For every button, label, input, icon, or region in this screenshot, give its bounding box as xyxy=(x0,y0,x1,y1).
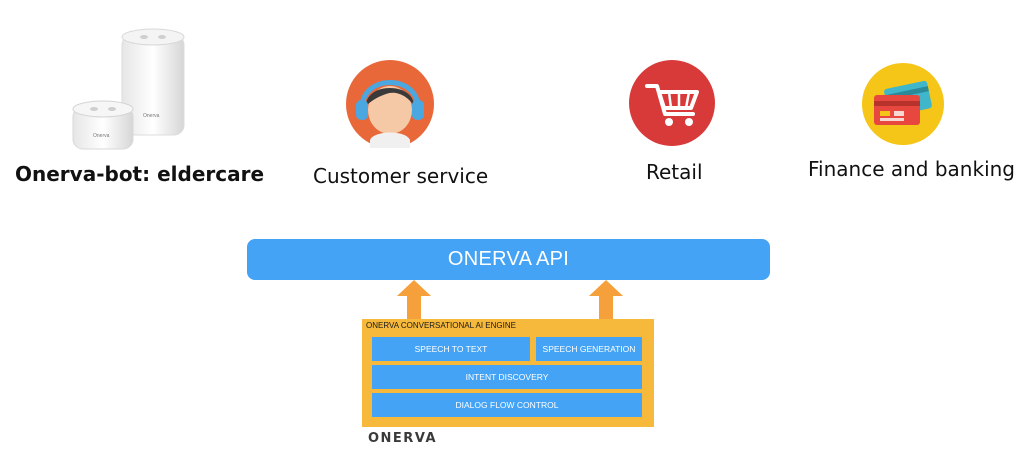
speaker-brand-text: Onerva xyxy=(93,133,110,139)
smart-speaker-icon xyxy=(72,28,185,150)
usecase-label-customer-service: Customer service xyxy=(313,164,489,188)
arrow-up-icon-right xyxy=(589,280,623,320)
arrow-up-icon-left xyxy=(397,280,431,320)
usecase-label-eldercare: Onerva-bot: eldercare xyxy=(15,162,265,186)
module-dialog-flow-control: DIALOG FLOW CONTROL xyxy=(372,393,642,417)
headset-agent-icon xyxy=(346,60,434,148)
ai-engine-box: ONERVA CONVERSATIONAL AI ENGINE SPEECH T… xyxy=(362,319,654,427)
api-bar: ONERVA API xyxy=(247,239,770,280)
module-intent-discovery: INTENT DISCOVERY xyxy=(372,365,642,389)
usecase-label-retail: Retail xyxy=(646,160,703,184)
shopping-cart-icon xyxy=(629,60,715,146)
brand-logo-text: ONERVA xyxy=(368,431,438,446)
module-speech-generation: SPEECH GENERATION xyxy=(536,337,642,361)
speaker-brand-text-tall: Onerva xyxy=(143,113,160,119)
credit-cards-icon xyxy=(862,63,944,145)
engine-title: ONERVA CONVERSATIONAL AI ENGINE xyxy=(366,321,516,330)
usecase-label-finance: Finance and banking xyxy=(808,157,1015,181)
module-speech-to-text: SPEECH TO TEXT xyxy=(372,337,530,361)
api-label: ONERVA API xyxy=(447,248,570,270)
